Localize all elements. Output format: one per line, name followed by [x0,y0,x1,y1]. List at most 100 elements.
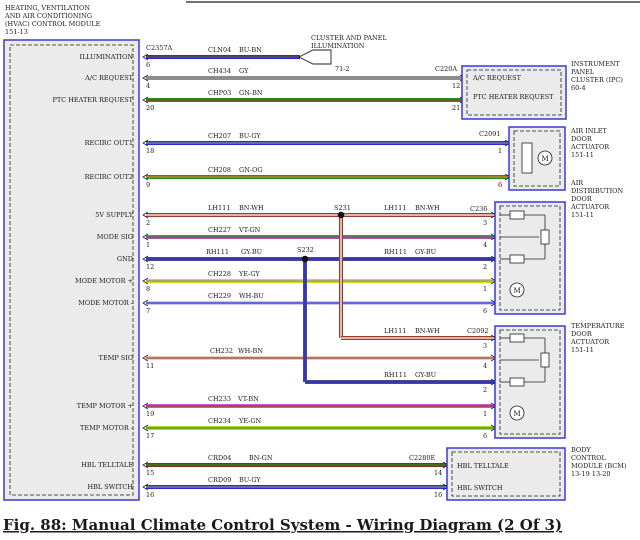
wire-temp-motor-color-code: VT-BN [237,395,259,403]
air-dist-title-3: DOOR [571,195,593,203]
air-inlet-title-4: 151-11 [571,151,594,159]
wire-mode-motor-end-pin: 1 [483,285,487,293]
temp-potentiometer-icon [500,333,550,387]
wire-ptc-heater-request-color-code: GN-BN [239,89,263,97]
wire-temp-sig-color-code: WH-BN [238,347,263,355]
temp-title-1: TEMPERATURE [571,322,625,330]
wire-temp-sig-hvac-pin: 11 [146,362,154,370]
wire-recirc-out2-color-code: GN-OG [239,166,263,174]
cluster-illumination-ref: CLUSTER AND PANEL ILLUMINATION 71-2 [297,34,387,73]
wire-mode-sig-end-pin: 4 [483,241,487,249]
wire-mode-motor-end-pin: 6 [483,307,487,315]
wire-illumination-circuit-id: CLN04 [208,46,231,54]
wire-hbl-switch-circuit-id: CRD09 [208,476,231,484]
wire-gnd-circuit-id: RH111 [206,248,229,256]
wire-ptc-heater-request-circuit-id: CHP03 [208,89,231,97]
bcm-inner [451,451,561,497]
wire-5v-supply-end-pin: 3 [483,219,487,227]
air-dist-title-1: AIR [570,179,584,187]
wire-hbl-switch-end-pin: 16 [434,491,442,499]
ipc-title-4: 60-4 [571,84,586,92]
wire-mode-motor-hvac-pin: 7 [146,307,150,315]
ipc-module-inner [466,69,562,116]
wire-illumination-pin-arrow [142,53,149,61]
air-inlet-motor-housing [521,142,533,174]
wire-mode-sig-hvac-pin: 1 [146,241,150,249]
wire-5v-supply-right-color-code: BN-WH [415,204,440,212]
wire-illumination-color-code: BU-BN [239,46,262,54]
wire-recirc-out2-signal-label: RECIRC OUT2 [85,173,133,181]
wire-mode-motor-pin-arrow [142,299,149,307]
wire-gnd-right-color-code: GY-BU [415,248,437,256]
wire-a-c-request-circuit-id: CH434 [208,67,231,75]
ipc-ac-request-label: A/C REQUEST [472,74,522,82]
temp-title-4: 151-11 [571,346,594,354]
splice-s232-label: S232 [297,246,314,254]
wire-hbl-telltale-signal-label: HBL TELLTALE [81,461,133,469]
air-dist-title-4: ACTUATOR [570,203,610,211]
wire-mode-motor-color-code: YE-GY [238,270,260,278]
air-dist-box [494,201,566,315]
cluster-ref-number: 71-2 [335,65,350,73]
wire-a-c-request-signal-label: A/C REQUEST [84,74,134,82]
wire-temp-motor-circuit-id: CH233 [208,395,231,403]
wire-5v-supply-hvac-pin: 2 [146,219,150,227]
wire-gnd-signal-label: GND [117,255,133,263]
temp-motor-letter: M [514,410,521,418]
wire-temp-motor-pin-arrow [142,424,149,432]
wire-mode-sig-color-code: VT-GN [238,226,261,234]
wire-temp-sig-circuit-id: CH232 [210,347,233,355]
air-dist-potentiometer-icon [500,210,550,264]
wire-gnd-hvac-pin: 12 [146,263,154,271]
wire-temp-sig-signal-label: TEMP SIG [99,354,133,362]
ipc-module-box [461,65,567,120]
branch-lh111-end-pin: 3 [483,342,487,350]
bcm-title-2: CONTROL [571,454,607,462]
temp-title-3: ACTUATOR [570,338,610,346]
wire-recirc-out1-pin-arrow [142,139,149,147]
air-inlet-title-1: AIR INLET [570,127,608,135]
wire-mode-sig-pin-arrow [142,233,149,241]
wire-hbl-telltale-circuit-id: CRD04 [208,454,231,462]
wire-ptc-heater-request-pin-arrow [142,96,149,104]
wire-recirc-out1-hvac-pin: 18 [146,147,154,155]
wire-temp-motor-circuit-id: CH234 [208,417,231,425]
ipc-title-1: INSTRUMENT [571,60,621,68]
wire-temp-motor-end-pin: 1 [483,410,487,418]
splice-s231-label: S231 [334,204,351,212]
wire-recirc-out1-end-pin: 1 [498,147,502,155]
wire-temp-motor-signal-label: TEMP MOTOR - [80,424,133,432]
air-inlet-inner [513,130,561,187]
wire-temp-motor-end-pin: 6 [483,432,487,440]
wire-hbl-switch-pin-arrow [142,483,149,491]
wire-5v-supply-pin-arrow [142,211,149,219]
air-inlet-box [508,126,566,191]
wire-mode-motor-color-code: WH-BU [239,292,264,300]
hvac-title-line-2: AND AIR CONDITIONING [4,12,92,20]
wire-temp-motor-pin-arrow [142,402,149,410]
wire-temp-sig-pin-arrow [142,354,149,362]
wire-temp-motor-color-code: YE-GN [238,417,262,425]
wire-5v-supply-right-circuit-id: LH111 [384,204,406,212]
branch-rh111-circuit-id: RH111 [384,371,407,379]
branch-rh111-color-code: GY-BU [415,371,437,379]
air-dist-motor-letter: M [514,287,521,295]
wire-hbl-switch-color-code: BU-GY [239,476,261,484]
air-inlet-title-2: DOOR [571,135,593,143]
bcm-connector-label: C2280E [409,454,436,462]
wire-mode-motor-circuit-id: CH229 [208,292,231,300]
wire-hbl-telltale-hvac-pin: 15 [146,469,154,477]
wire-gnd-right-circuit-id: RH111 [384,248,407,256]
bcm-title-3: MODULE (BCM) [571,462,627,470]
splice-s231-dot [337,211,345,219]
temperature-actuator: M C2092 TEMPERATURE DOOR ACTUATOR 151-11 [467,322,625,439]
bcm-hbl-switch-label: HBL SWITCH [457,484,503,492]
hvac-title-line-1: HEATING, VENTILATION [5,4,90,12]
wire-recirc-out1-circuit-id: CH207 [208,132,231,140]
wire-gnd-pin-arrow [142,255,149,263]
air-inlet-motor-icon [537,150,553,166]
air-distribution-actuator: M C236 AIR DISTRIBUTION DOOR ACTUATOR 15… [470,179,624,315]
wire-recirc-out1-signal-label: RECIRC OUT1 [85,139,133,147]
air-dist-title-2: DISTRIBUTION [571,187,624,195]
